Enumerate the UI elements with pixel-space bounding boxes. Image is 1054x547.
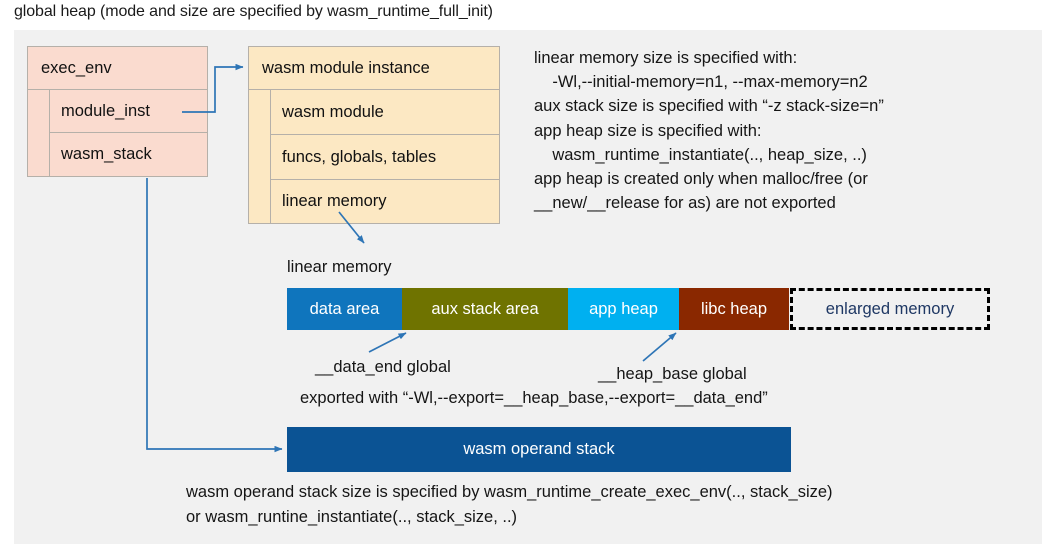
annotation-data-end-global: __data_end global [315, 358, 451, 376]
exec-env-header: exec_env [28, 47, 207, 90]
wasm-module-instance-gutter [249, 90, 271, 223]
memory-segment-data-area: data area [287, 288, 402, 330]
wasm-operand-stack-notes: wasm operand stack size is specified by … [186, 483, 833, 526]
exec-env-body: module_inst wasm_stack [28, 90, 207, 176]
wasm-module-instance-header: wasm module instance [249, 47, 499, 90]
wasm-module-instance-body: wasm module funcs, globals, tables linea… [249, 90, 499, 223]
exec-env-rows: module_inst wasm_stack [50, 90, 207, 176]
field-funcs-globals-tables: funcs, globals, tables [271, 135, 499, 180]
exec-env-gutter [28, 90, 50, 176]
wasm-operand-stack-box: wasm operand stack [287, 427, 791, 472]
exec-env-field-module-inst: module_inst [50, 90, 207, 133]
wasm-module-instance-box: wasm module instance wasm module funcs, … [248, 46, 500, 224]
wasm-module-instance-rows: wasm module funcs, globals, tables linea… [271, 90, 499, 223]
memory-segment-enlarged-memory: enlarged memory [790, 288, 990, 330]
field-wasm-module: wasm module [271, 90, 499, 135]
annotation-heap-base-global: __heap_base global [598, 365, 747, 383]
annotation-exported-with: exported with “-Wl,--export=__heap_base,… [300, 389, 768, 407]
linear-memory-caption: linear memory [287, 258, 392, 276]
page-title: global heap (mode and size are specified… [14, 3, 493, 20]
linear-memory-notes: linear memory size is specified with: -W… [534, 49, 884, 213]
linear-memory-bar: data area aux stack area app heap libc h… [287, 288, 990, 330]
exec-env-box: exec_env module_inst wasm_stack [27, 46, 208, 177]
memory-segment-libc-heap: libc heap [679, 288, 789, 330]
memory-segment-app-heap: app heap [568, 288, 679, 330]
field-linear-memory: linear memory [282, 192, 387, 210]
exec-env-field-wasm-stack: wasm_stack [61, 145, 152, 163]
memory-segment-aux-stack-area: aux stack area [402, 288, 568, 330]
